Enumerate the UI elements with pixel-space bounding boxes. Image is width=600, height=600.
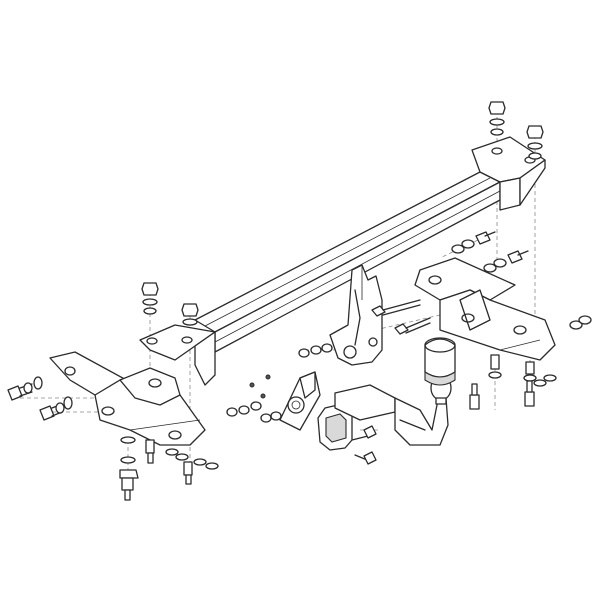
right-side-hardware (451, 231, 592, 410)
socket-plate (226, 371, 321, 431)
left-side-hardware (7, 376, 219, 501)
right-side-bracket (414, 257, 556, 361)
right-end-mount (471, 136, 546, 211)
left-end-mount (139, 324, 216, 386)
ball-cover (424, 337, 456, 386)
center-bolts (298, 299, 431, 358)
center-bracket (329, 264, 383, 366)
left-side-bracket (49, 351, 206, 446)
top-nuts-washers (141, 101, 544, 326)
